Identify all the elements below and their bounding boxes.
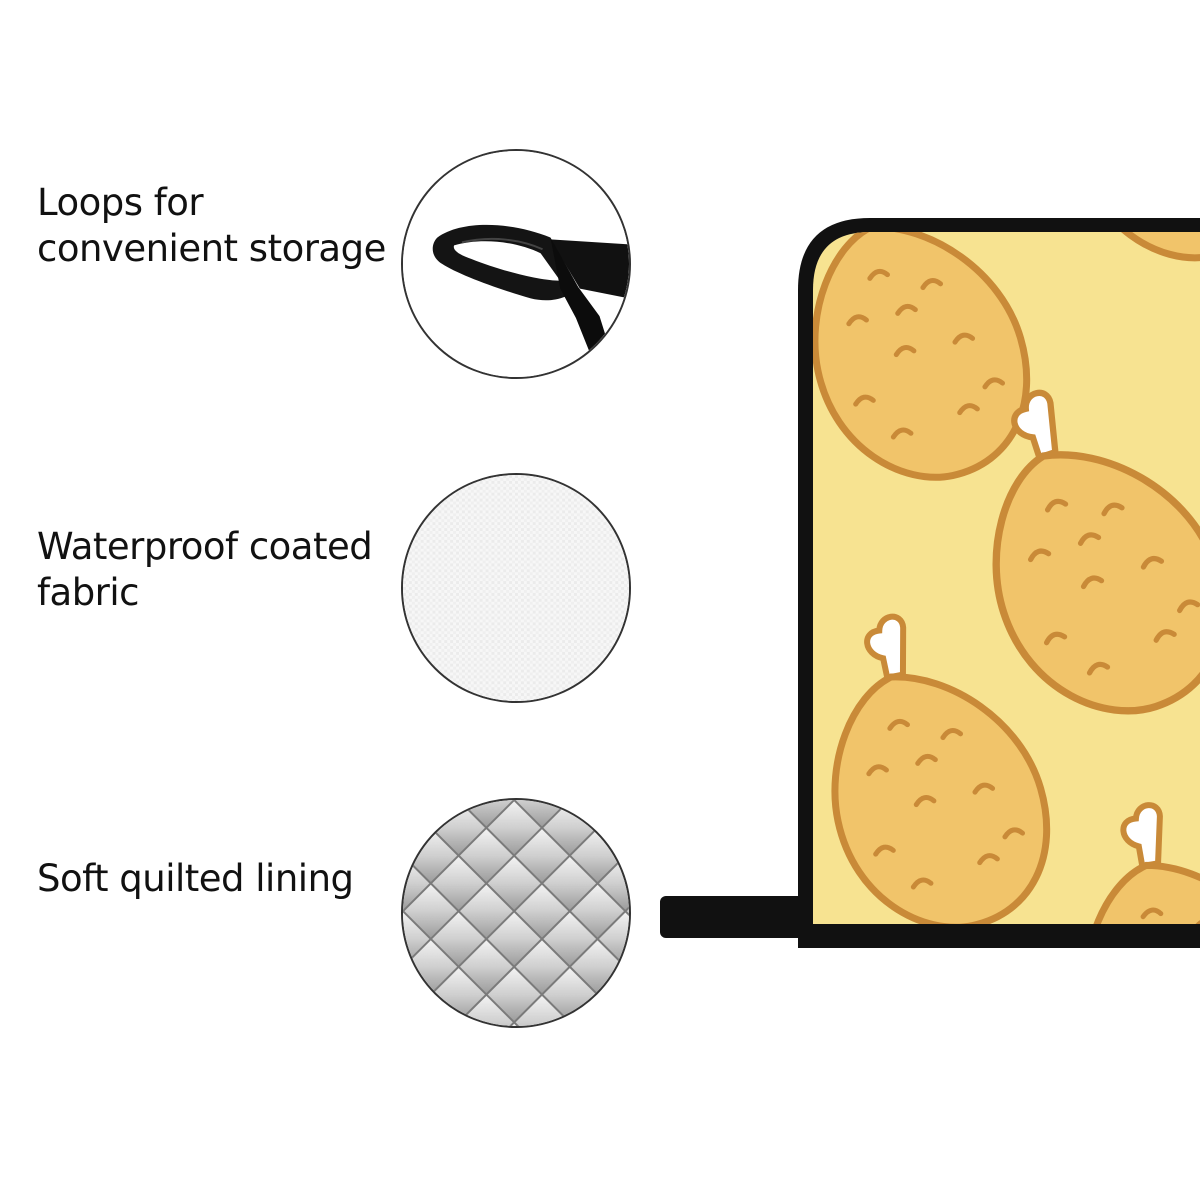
loop-icon <box>401 149 631 379</box>
fabric-icon <box>401 473 631 703</box>
feature-label-waterproof: Waterproof coated fabric <box>37 525 373 614</box>
quilted-lining-icon <box>401 798 631 1028</box>
feature-label-lining: Soft quilted lining <box>37 857 354 900</box>
feature-label-loops: Loops for convenient storage <box>37 181 386 270</box>
